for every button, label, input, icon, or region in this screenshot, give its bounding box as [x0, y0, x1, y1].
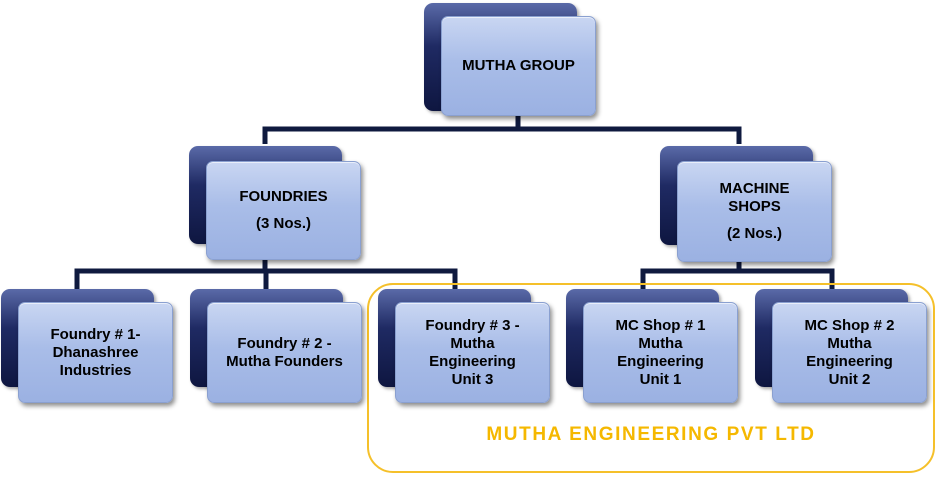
- node-foundry-2-line-2: Mutha Founders: [226, 352, 343, 370]
- node-foundry-3-line-1: Foundry # 3 -: [425, 316, 520, 334]
- node-foundries-line-1: FOUNDRIES: [239, 188, 328, 205]
- node-foundry-2-line-1: Foundry # 2 -: [237, 334, 332, 352]
- node-mc-shop-2-line-3: Engineering: [806, 352, 893, 370]
- node-foundry-3-line-3: Engineering: [429, 352, 516, 370]
- node-machine-shops-line-3: (2 Nos.): [726, 225, 782, 242]
- node-foundry-3-line-4: Unit 3: [451, 370, 494, 388]
- node-mc-shop-2-line-1: MC Shop # 2: [804, 316, 895, 334]
- node-mc-shop-1-line-2: Mutha: [638, 334, 683, 352]
- node-mc-shop-1-line-3: Engineering: [617, 352, 704, 370]
- node-mc-shop-2-line-2: Mutha: [827, 334, 872, 352]
- mutha-engineering-group-label: MUTHA ENGINEERING PVT LTD: [486, 424, 816, 445]
- node-machine-shops-line-2: SHOPS: [728, 198, 781, 215]
- node-foundry-3-line-2: Mutha: [450, 334, 495, 352]
- node-foundry-1-line-1: Foundry # 1-: [50, 325, 141, 343]
- node-foundry-1-line-2: Dhanashree: [52, 343, 139, 361]
- node-mutha-group-line-1: MUTHA GROUP: [462, 57, 575, 74]
- node-mc-shop-1-line-1: MC Shop # 1: [615, 316, 706, 334]
- node-machine-shops-line-1: MACHINE: [719, 180, 790, 197]
- mutha-engineering-group-frame: [367, 283, 935, 473]
- node-mc-shop-2-line-4: Unit 2: [828, 370, 871, 388]
- connector-machineshops-to-children: [640, 268, 835, 289]
- node-foundries-line-2: (3 Nos.): [255, 215, 311, 232]
- node-mc-shop-1-line-4: Unit 1: [639, 370, 682, 388]
- node-foundry-1-line-3: Industries: [59, 361, 132, 379]
- connector-root-to-level2: [262, 126, 742, 144]
